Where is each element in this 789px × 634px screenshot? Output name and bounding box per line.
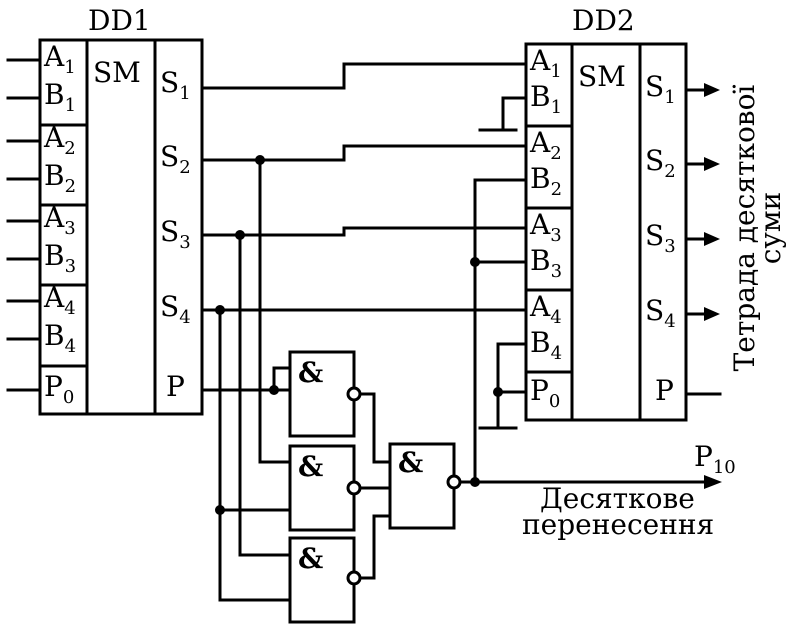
dd1-function: SM: [93, 56, 141, 89]
dd1-title: DD1: [88, 4, 151, 37]
gate2-symbol: &: [298, 450, 323, 483]
dd1-input-wires: [6, 58, 42, 392]
dd2-output-arrows: [684, 83, 722, 396]
carry-caption-line2: перенесення: [522, 508, 714, 541]
dd1-input-label: A3: [43, 201, 76, 239]
dd2-title: DD2: [572, 4, 635, 37]
dd2-function: SM: [578, 60, 626, 93]
dd1-input-label: B2: [44, 159, 76, 197]
dd2-input-label: A4: [529, 290, 562, 328]
gate3-symbol: &: [298, 542, 323, 575]
nand-gate-4: [388, 442, 462, 530]
dd1-output-label: S1: [160, 66, 191, 104]
dd1-output-label: S2: [160, 140, 191, 178]
sum-label-line2: суми: [754, 192, 787, 265]
dd1-input-label: B3: [44, 239, 76, 277]
wiring: [200, 62, 714, 602]
junction-dots: [215, 155, 503, 515]
carry-caption-line1: Десяткове: [540, 482, 695, 515]
dd2-output-label: S1: [645, 70, 676, 108]
dd2-output-label: S2: [645, 144, 676, 182]
dd1-input-label: A4: [43, 281, 76, 319]
dd1-input-label: A2: [43, 121, 76, 159]
dd2-input-label: B2: [530, 162, 562, 200]
nand-gate-3: [288, 536, 362, 624]
dd1-input-label: P0: [44, 370, 74, 408]
carry-out-label: P10: [694, 440, 736, 478]
gate4-symbol: &: [398, 446, 423, 479]
dd2-input-label: B4: [530, 326, 562, 364]
dd2-input-label: A2: [529, 126, 562, 164]
dd1-input-label: A1: [43, 40, 76, 78]
dd2-output-label: S3: [645, 219, 676, 257]
dd1-input-label: B4: [44, 319, 76, 357]
carry-arrow-icon: [704, 475, 722, 489]
dd2-input-label: B1: [530, 80, 562, 118]
dd1-output-label: S4: [160, 290, 191, 328]
sum-label-line1: Тетрада десяткової: [728, 85, 761, 372]
dd2-output-label: S4: [645, 294, 676, 332]
sum-tetrad-label: Тетрада десяткової суми: [728, 85, 787, 372]
dd1-output-label: S3: [160, 215, 191, 253]
dd2-output-label: P: [655, 374, 674, 407]
nand-gate-1: [288, 350, 362, 438]
dd2-input-label: P0: [530, 374, 560, 412]
dd2-input-label: B3: [530, 244, 562, 282]
dd2-input-label: A3: [529, 208, 562, 246]
dd1-output-label: P: [166, 370, 185, 403]
nand-gate-2: [288, 444, 362, 532]
dd1-chip: [38, 38, 204, 416]
dd2-chip: [524, 42, 688, 422]
gate1-symbol: &: [298, 356, 323, 389]
dd2-input-label: A1: [529, 44, 562, 82]
dd1-input-label: B1: [44, 78, 76, 116]
